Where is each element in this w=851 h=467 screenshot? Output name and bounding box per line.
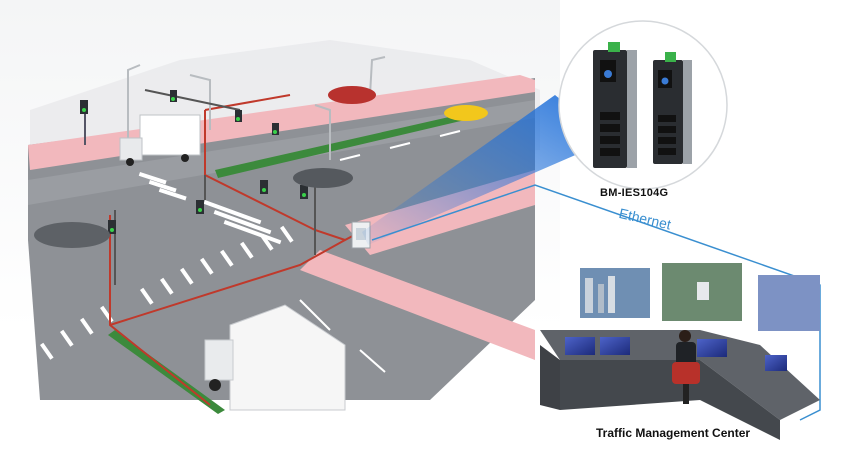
- control-room-label: Traffic Management Center: [596, 426, 751, 440]
- crosswalk-stripes: [40, 172, 294, 360]
- truck-icon: [204, 304, 346, 411]
- network-beam: [362, 95, 610, 245]
- median-far: [215, 110, 482, 178]
- car-icon: [34, 86, 488, 248]
- truck-icon: [119, 114, 201, 166]
- road-surface: [28, 78, 535, 400]
- switch-icon: [653, 52, 692, 164]
- lane-markings: [299, 130, 461, 373]
- device-model-label: BM-IES104G: [600, 187, 669, 199]
- sidewalk-near: [300, 250, 535, 360]
- traffic-light-icon: [80, 89, 316, 285]
- switch-device-callout: [558, 20, 728, 190]
- street-light-poles: [127, 56, 386, 160]
- monitor-icon: [565, 337, 787, 371]
- signal-cabling: [109, 94, 361, 406]
- operator-icon: [672, 330, 700, 404]
- control-room: [540, 263, 820, 440]
- monitor-icon: [580, 263, 820, 331]
- roadside-cabinet: [351, 221, 371, 249]
- switch-icon: [593, 42, 637, 168]
